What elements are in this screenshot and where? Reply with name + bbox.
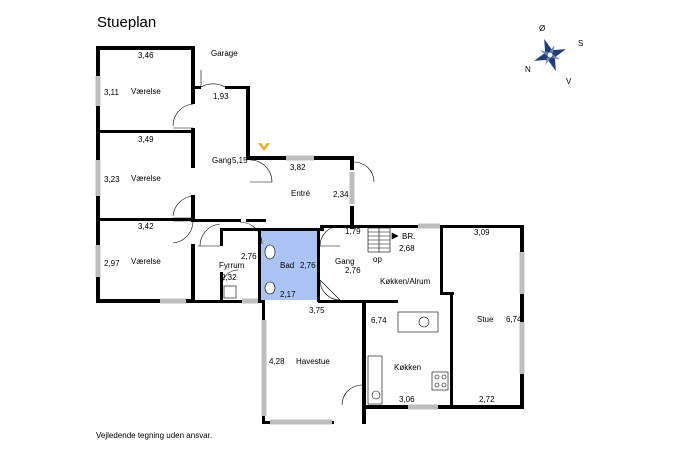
dim-label: 6,74	[506, 315, 522, 324]
walls	[96, 46, 524, 424]
hob-ring-icon	[441, 382, 447, 388]
disclaimer-text: Vejledende tegning uden ansvar.	[96, 431, 213, 440]
room-label-br: BR.	[402, 232, 415, 241]
kitchen-sink-icon	[418, 316, 430, 328]
compass-icon	[534, 39, 566, 71]
compass-v-label: V	[566, 77, 572, 86]
stairs-label-op: op	[373, 255, 382, 264]
compass-s-label: S	[578, 39, 583, 48]
dim-label: 2,32	[221, 273, 237, 282]
stairs	[367, 227, 391, 253]
dim-label: 3,49	[138, 135, 154, 144]
dim-label: 2,76	[345, 266, 361, 275]
hob-icon	[431, 371, 449, 391]
dim-label: 2,76	[241, 252, 257, 261]
room-label-koekken-alrum: Køkken/Alrum	[380, 277, 431, 286]
dim-label: 2,17	[280, 290, 296, 299]
arrow-right-icon	[391, 232, 399, 240]
sink-icon	[264, 244, 276, 260]
room-label-entre: Entré	[291, 189, 311, 198]
dim-label: 5,15	[232, 156, 248, 165]
dim-label: 1,93	[213, 92, 229, 101]
room-label-koekken: Køkken	[394, 363, 421, 372]
hob-ring-icon	[434, 374, 440, 380]
dim-label: 2,97	[104, 259, 120, 268]
room-label-garage: Garage	[211, 49, 238, 58]
dim-label: 3,23	[104, 175, 120, 184]
dim-label: 4,28	[269, 357, 285, 366]
boiler-icon	[223, 285, 237, 299]
dim-label: 1,79	[345, 227, 361, 236]
dim-label: 2,34	[333, 190, 349, 199]
toilet-icon	[264, 281, 276, 295]
room-label-bad: Bad	[280, 261, 294, 270]
counter-icon	[397, 311, 439, 333]
compass-n-label: N	[525, 65, 531, 74]
dim-label: 2,72	[479, 395, 495, 404]
dim-label: 2,68	[399, 244, 415, 253]
dim-label: 3,06	[399, 395, 415, 404]
windows	[95, 76, 525, 425]
plan-title: Stueplan	[97, 14, 157, 31]
stove-icon	[371, 390, 381, 400]
room-label-stue: Stue	[477, 315, 494, 324]
room-label-vaerelse-2: Værelse	[131, 174, 161, 183]
dim-label: 3,11	[104, 88, 120, 97]
entry-marker-icon	[258, 143, 270, 151]
compass-o-label: Ø	[539, 24, 545, 33]
hob-ring-icon	[441, 374, 447, 380]
dim-label: 3,75	[309, 306, 325, 315]
dim-label: 3,42	[138, 222, 154, 231]
hob-ring-icon	[434, 382, 440, 388]
dim-label: 2,76	[300, 261, 316, 270]
dim-label: 3,46	[138, 51, 154, 60]
room-label-fyrrum: Fyrrum	[219, 261, 245, 270]
dim-label: 6,74	[371, 316, 387, 325]
room-label-gang-1: Gang	[212, 156, 232, 165]
dim-label: 3,82	[290, 163, 306, 172]
fixtures	[223, 232, 449, 405]
room-label-gang-2: Gang	[335, 257, 355, 266]
room-label-vaerelse-1: Værelse	[131, 87, 161, 96]
room-label-havestue: Havestue	[296, 357, 330, 366]
room-label-vaerelse-3: Værelse	[131, 257, 161, 266]
dim-label: 3,09	[474, 228, 490, 237]
